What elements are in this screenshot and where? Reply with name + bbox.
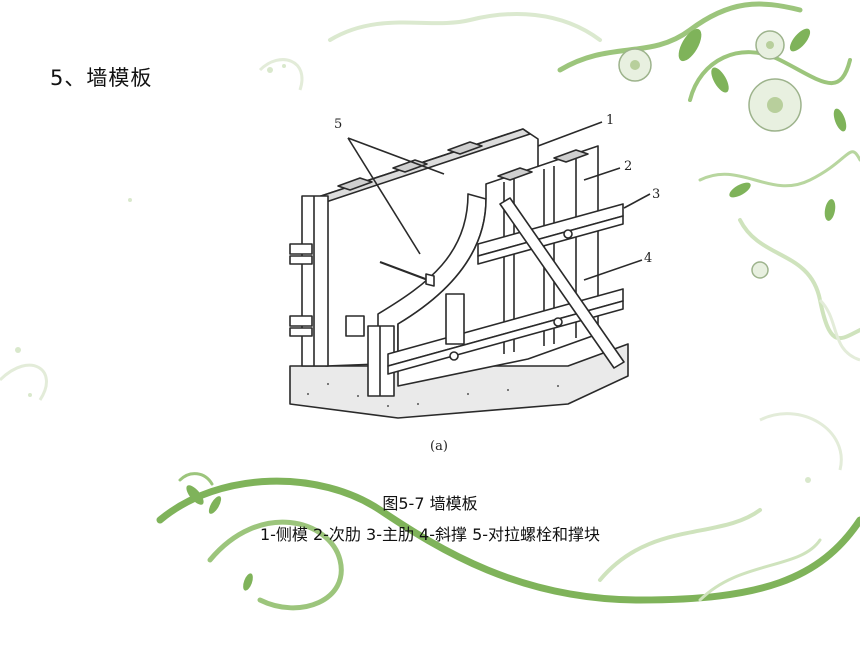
figure-caption-title: 图5-7 墙模板 (382, 494, 478, 513)
tie-bolt (379, 260, 429, 282)
callout-2: 2 (624, 159, 632, 174)
flower-centers (630, 41, 783, 113)
faint-swirls (0, 58, 860, 471)
bottom-swirl-decoration (156, 472, 860, 611)
callout-5: 5 (334, 117, 342, 132)
diagram-svg: 5 1 2 3 4 (a) (289, 113, 660, 454)
figure-caption-legend: 1-侧模 2-次肋 3-主肋 4-斜撑 5-对拉螺栓和撑块 (259, 525, 601, 544)
diagonal-brace (499, 197, 625, 369)
left-post (301, 195, 329, 367)
ground-base (289, 343, 629, 419)
slide-title: 5、墙模板 (50, 66, 153, 90)
diagram-sub-label: (a) (430, 439, 448, 454)
callout-4: 4 (644, 251, 652, 266)
leaf-clusters (678, 28, 847, 221)
bottom-leaves (186, 485, 253, 591)
top-vine-decoration (328, 1, 860, 341)
callout-1: 1 (606, 113, 614, 128)
faint-dots (15, 64, 811, 483)
wall-formwork-diagram: 5 1 2 3 4 (a) (268, 104, 688, 464)
callout-3: 3 (652, 187, 660, 202)
